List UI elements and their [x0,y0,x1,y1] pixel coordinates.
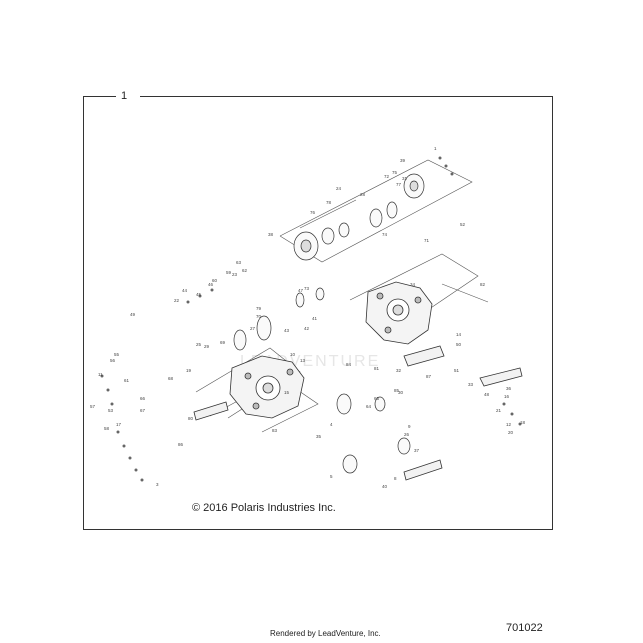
diagram-number: 701022 [506,622,543,634]
part-label: 15 [284,390,290,395]
part-label: 35 [316,434,322,439]
diagram-frame [83,96,553,530]
part-label: 40 [382,484,388,489]
part-label: 68 [168,376,174,381]
part-label: 9 [408,424,411,429]
part-label: 47 [298,288,304,293]
part-label: 27 [250,326,256,331]
part-label: 51 [454,368,460,373]
part-label: 21 [496,408,502,413]
copyright-notice: © 2016 Polaris Industries Inc. [192,502,336,514]
part-label: 75 [392,170,398,175]
part-label: 50 [456,342,462,347]
part-label: 28 [360,192,366,197]
gear-stack-upper [293,173,425,261]
part-label: 45 [196,292,202,297]
part-label: 20 [508,430,514,435]
part-label: 13 [300,358,306,363]
part-label: 43 [284,328,290,333]
part-label: 19 [186,368,192,373]
part-label: 37 [414,448,420,453]
transmission-case-right [365,281,433,345]
part-label: 42 [304,326,310,331]
part-label: 60 [212,278,218,283]
part-label: 34 [410,282,416,287]
part-label: 74 [382,232,388,237]
part-label: 10 [290,352,296,357]
part-label: 33 [468,382,474,387]
gear-stack-middle [233,287,411,474]
part-label: 24 [336,186,342,191]
part-label: 41 [312,316,318,321]
part-label: 14 [456,332,462,337]
part-label: 4 [330,422,333,427]
part-label: 56 [110,358,116,363]
transmission-case-left [229,355,305,419]
part-label: 18 [520,420,526,425]
part-label: 70 [256,314,262,319]
part-label: 87 [426,374,432,379]
part-label: 22 [174,298,180,303]
part-label: 17 [116,422,122,427]
part-label: 8 [394,476,397,481]
part-label: 48 [484,392,490,397]
part-label: 84 [346,362,352,367]
part-label: 31 [402,176,408,181]
part-label: 46 [208,282,214,287]
part-label: 69 [220,340,226,345]
part-label: 30 [398,390,404,395]
part-label: 64 [366,404,372,409]
part-label: 57 [90,404,96,409]
frame-label-gap [116,90,140,102]
part-label: 83 [272,428,278,433]
part-label: 29 [204,344,210,349]
part-label: 38 [268,232,274,237]
part-label: 71 [424,238,430,243]
part-labels: 1 3 4 5 8 9 10 11 12 13 14 15 16 17 18 1… [90,146,526,489]
fastener-clusters [100,156,522,482]
part-label: 36 [506,386,512,391]
part-label: 59 [226,270,232,275]
part-label: 3 [156,482,159,487]
part-label: 53 [108,408,114,413]
part-label: 67 [140,408,146,413]
part-label: 44 [182,288,188,293]
part-label: 77 [396,182,402,187]
part-label: 63 [236,260,242,265]
part-label: 58 [104,426,110,431]
part-label: 78 [326,200,332,205]
part-label: 82 [480,282,486,287]
part-label: 52 [460,222,466,227]
part-label: 12 [506,422,512,427]
part-label: 16 [504,394,510,399]
assembly-callout-number: 1 [121,90,128,102]
shafts [193,345,523,481]
part-label: 49 [130,312,136,317]
part-label: 11 [98,372,103,377]
part-label: 23 [232,272,238,277]
part-label: 1 [434,146,437,151]
part-label: 73 [304,286,310,291]
rendered-by-credit: Rendered by LeadVenture, Inc. [270,629,381,638]
part-label: 66 [140,396,146,401]
part-label: 81 [374,366,380,371]
part-label: 5 [330,474,333,479]
part-label: 55 [114,352,120,357]
part-label: 26 [404,432,410,437]
part-label: 86 [178,442,184,447]
part-label: 79 [256,306,262,311]
part-label: 65 [374,396,380,401]
part-label: 85 [394,388,400,393]
part-label: 80 [188,416,194,421]
part-label: 61 [124,378,130,383]
part-label: 72 [384,174,390,179]
part-label: 32 [396,368,402,373]
part-label: 25 [196,342,202,347]
part-label: 62 [242,268,248,273]
part-label: 76 [310,210,316,215]
part-label: 39 [400,158,406,163]
